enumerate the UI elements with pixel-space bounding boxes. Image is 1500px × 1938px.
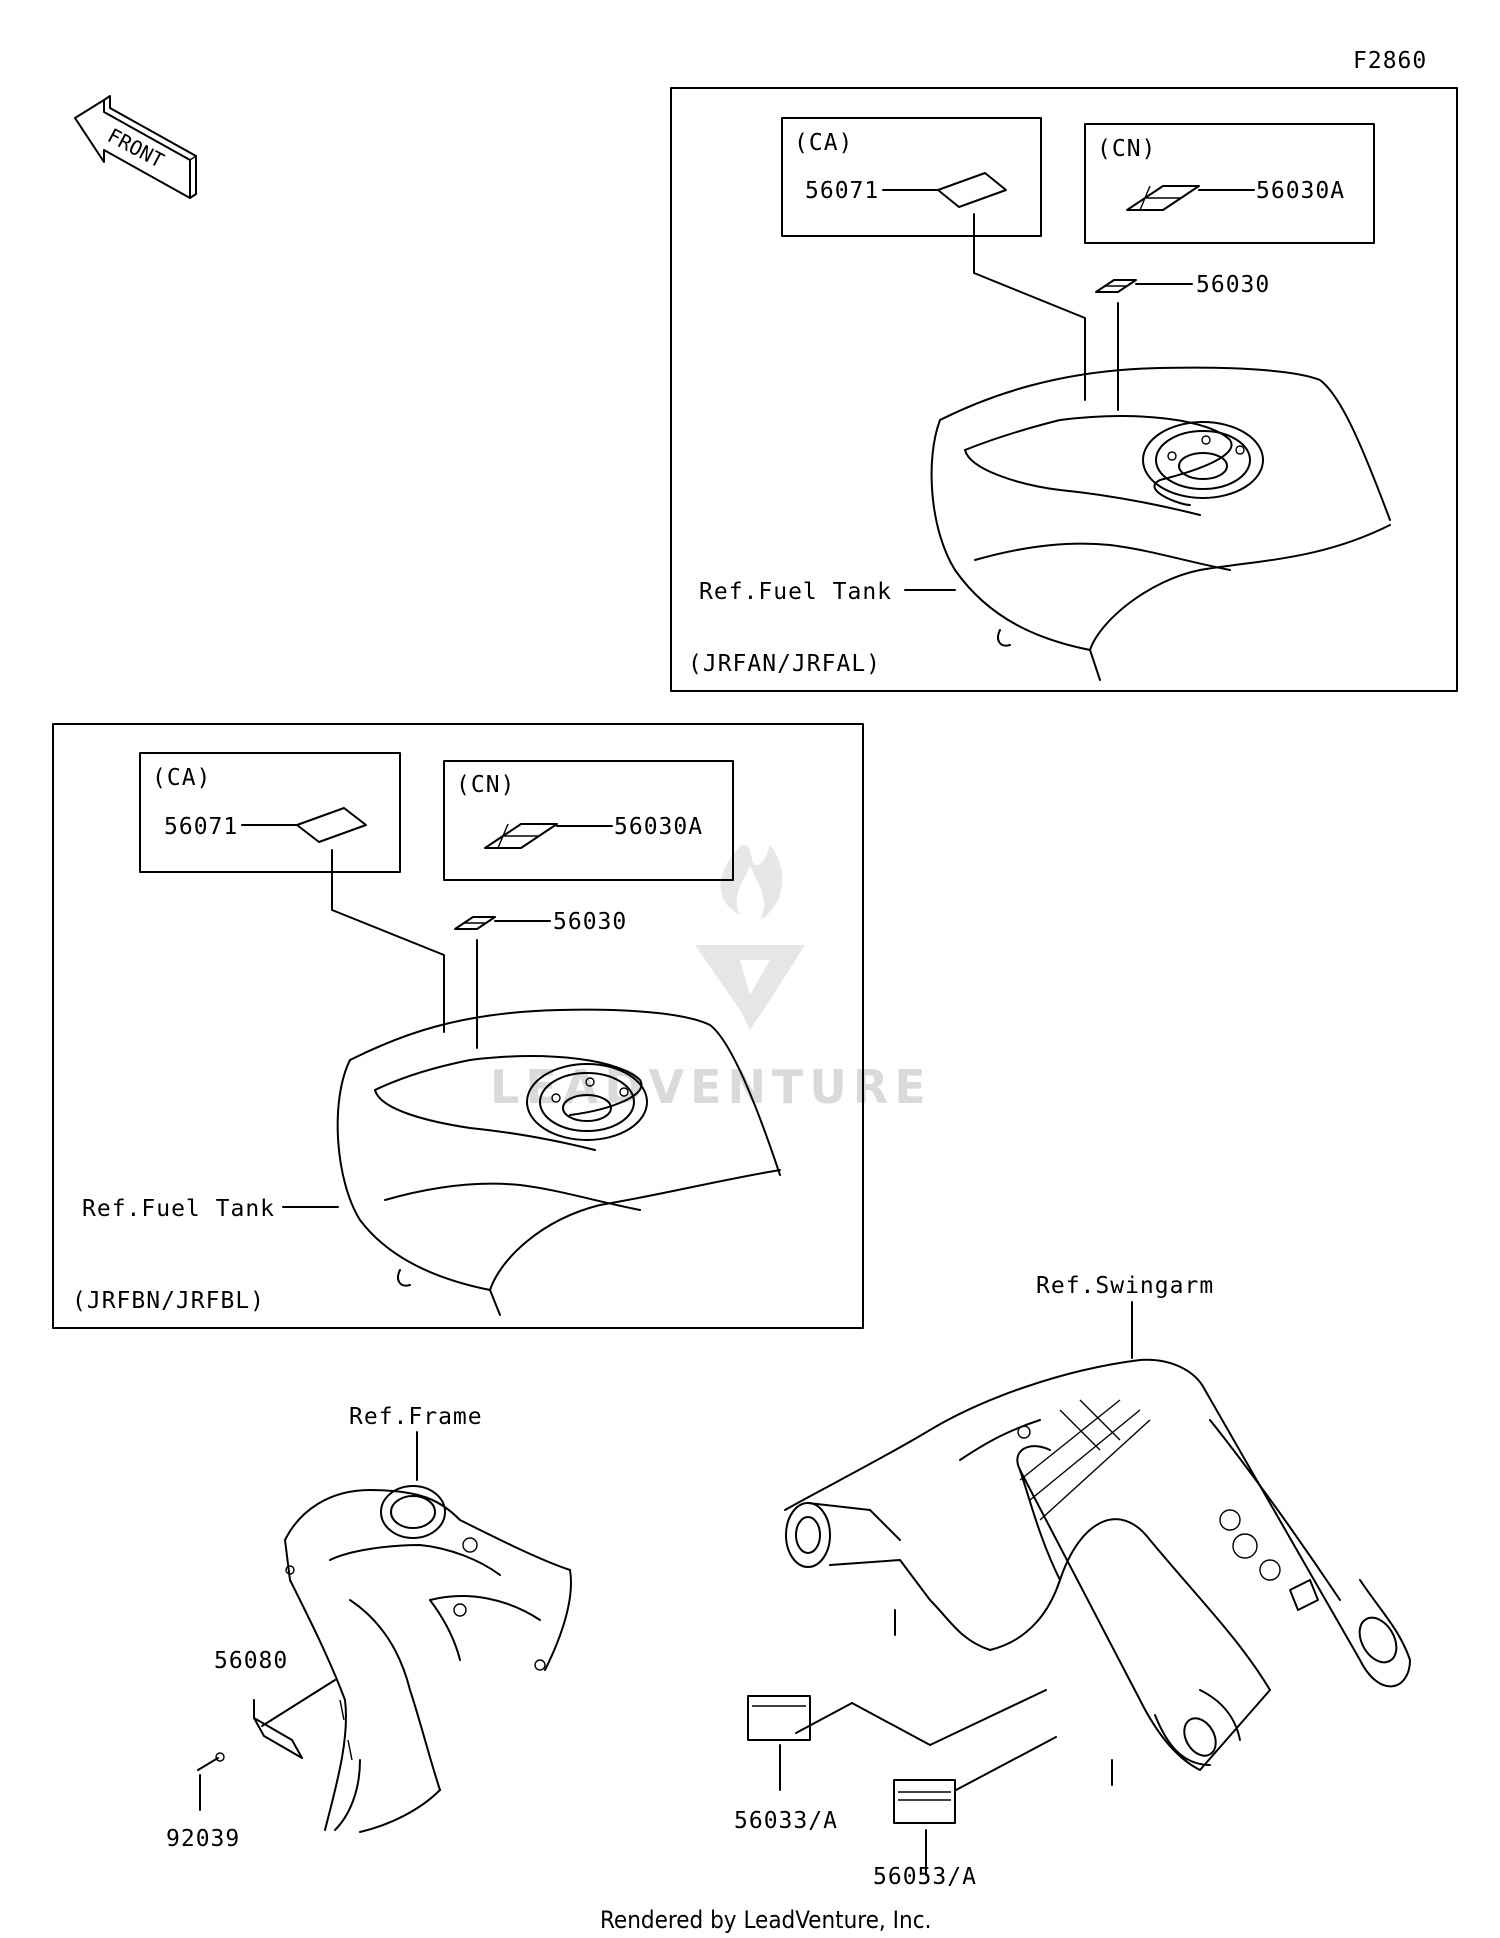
label-56030a bbox=[1126, 185, 1200, 211]
cn-tag: (CN) bbox=[1097, 136, 1156, 162]
label-56071 bbox=[937, 172, 1007, 208]
swingarm-illustration bbox=[784, 1358, 1411, 1786]
panel-mid: (CA) (CN) 56071 56030A 56030 bbox=[52, 723, 864, 1329]
part-56030a: 56030A bbox=[614, 814, 703, 840]
plate-56080 bbox=[253, 1717, 303, 1759]
variant-top: (JRFAN/JRFAL) bbox=[688, 651, 881, 677]
footer-credit: Rendered by LeadVenture, Inc. bbox=[600, 1906, 931, 1934]
part-56071: 56071 bbox=[805, 178, 879, 204]
part-56030a: 56030A bbox=[1256, 178, 1345, 204]
label-56030 bbox=[1095, 279, 1137, 293]
label-56030 bbox=[454, 916, 496, 930]
ref-fuel-tank-top: Ref.Fuel Tank bbox=[699, 579, 892, 605]
variant-mid: (JRFBN/JRFBL) bbox=[72, 1288, 265, 1314]
label-56030a bbox=[484, 823, 558, 849]
ca-tag: (CA) bbox=[794, 130, 853, 156]
part-92039: 92039 bbox=[166, 1826, 240, 1852]
watermark-text: LEADVENTURE bbox=[490, 1060, 932, 1114]
part-56030: 56030 bbox=[553, 909, 627, 935]
ref-fuel-tank-mid: Ref.Fuel Tank bbox=[82, 1196, 275, 1222]
panel-top: (CA) (CN) 56071 56030A 56030 bbox=[670, 87, 1458, 692]
cn-tag: (CN) bbox=[456, 772, 515, 798]
label-56071 bbox=[296, 807, 367, 843]
part-56030: 56030 bbox=[1196, 272, 1270, 298]
ref-frame: Ref.Frame bbox=[349, 1404, 483, 1430]
fuel-tank-illustration bbox=[336, 1008, 781, 1316]
ca-tag: (CA) bbox=[152, 765, 211, 791]
diagram-id: F2860 bbox=[1353, 48, 1427, 74]
frame-section: Ref.Frame 56080 92039 bbox=[166, 1404, 572, 1852]
label-56053a bbox=[893, 1779, 956, 1824]
rivet-92039 bbox=[197, 1757, 219, 1771]
part-56033a: 56033/A bbox=[734, 1808, 838, 1834]
front-arrow-icon: FRONT bbox=[74, 95, 197, 199]
label-56033a bbox=[747, 1695, 811, 1741]
ref-swingarm: Ref.Swingarm bbox=[1036, 1273, 1214, 1299]
part-56053a: 56053/A bbox=[873, 1864, 977, 1890]
watermark-logo: LEADVENTURE bbox=[490, 844, 932, 1114]
swingarm-section: Ref.Swingarm bbox=[734, 1273, 1411, 1890]
fuel-tank-illustration bbox=[930, 366, 1391, 681]
part-56071: 56071 bbox=[164, 814, 238, 840]
part-56080: 56080 bbox=[214, 1648, 288, 1674]
frame-illustration bbox=[284, 1485, 572, 1833]
